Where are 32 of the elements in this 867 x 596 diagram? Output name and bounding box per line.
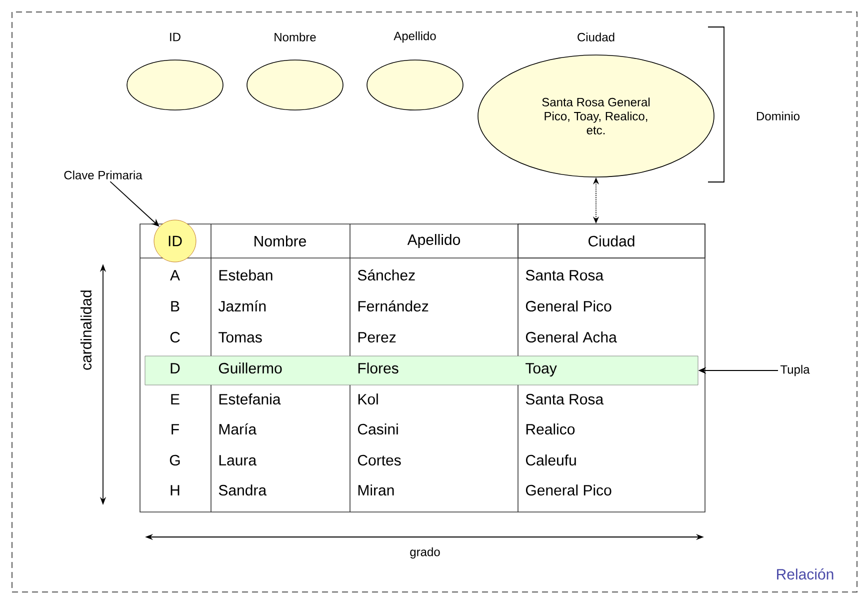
- node-label: Nombre: [274, 32, 316, 42]
- cell-text: Jazmín: [218, 300, 266, 312]
- cell-text: Sánchez: [358, 269, 415, 281]
- column-header: Ciudad: [518, 224, 706, 258]
- node-label: Ciudad: [578, 32, 614, 42]
- cell-text: B: [171, 301, 180, 312]
- cell-text: G: [170, 454, 180, 466]
- dimension-label: cardinalidad: [80, 290, 92, 370]
- cell-text: Caleufu: [526, 454, 576, 466]
- cell-text: F: [172, 424, 179, 434]
- cell-text: Cortes: [358, 454, 401, 466]
- label: Dominio: [756, 112, 800, 120]
- cell-text: Realico: [526, 424, 575, 435]
- cell-text: H: [170, 485, 180, 496]
- cell-text: Laura: [219, 455, 257, 466]
- column-header: Nombre: [254, 236, 306, 246]
- node-label: ID: [170, 32, 180, 42]
- label: Relación: [777, 568, 834, 580]
- callout-text: Clave Primaria: [64, 170, 142, 180]
- callout-text: Tupla: [780, 364, 810, 376]
- cell-text: Miran: [358, 484, 394, 496]
- cell-text: Sandra: [218, 484, 267, 496]
- cell-text: Casini: [358, 424, 398, 435]
- dimension-label: grado: [410, 547, 440, 559]
- cell-text: Fernández: [358, 300, 428, 312]
- cell-text: Esteban: [219, 270, 272, 281]
- cell-text: María: [219, 423, 257, 435]
- column-header: Apellido: [407, 234, 460, 248]
- highlighted-row: D Guillermo Flores Toay: [144, 356, 698, 386]
- cell-text: General Pico: [526, 300, 612, 312]
- cell-text: General Pico: [526, 484, 612, 496]
- node-label: Apellido: [394, 31, 436, 43]
